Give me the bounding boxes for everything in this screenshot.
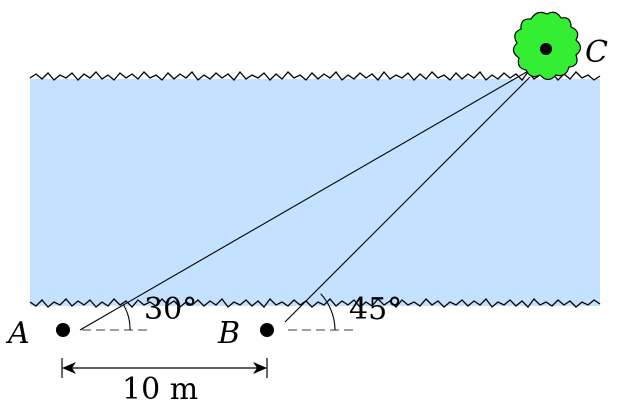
angle-arc-a	[123, 304, 131, 331]
angle-a-label: 30°	[144, 292, 197, 327]
angle-arc-b	[320, 293, 336, 331]
point-a-label: A	[5, 316, 30, 351]
angle-b-label: 45°	[349, 292, 402, 327]
far-bank	[29, 70, 601, 81]
distance-label: 10 m	[122, 372, 198, 407]
point-a-dot	[56, 323, 70, 337]
sight-line-a-to-c	[79, 69, 531, 331]
distance-arrowhead-right	[253, 362, 267, 374]
point-b-dot	[260, 323, 274, 337]
point-b-label: B	[217, 316, 240, 351]
river	[30, 79, 600, 306]
sight-line-b-to-c	[284, 76, 531, 323]
distance-arrowhead-left	[62, 362, 76, 374]
point-c-dot	[540, 43, 552, 55]
point-c-label: C	[585, 35, 608, 70]
near-bank	[29, 298, 601, 308]
